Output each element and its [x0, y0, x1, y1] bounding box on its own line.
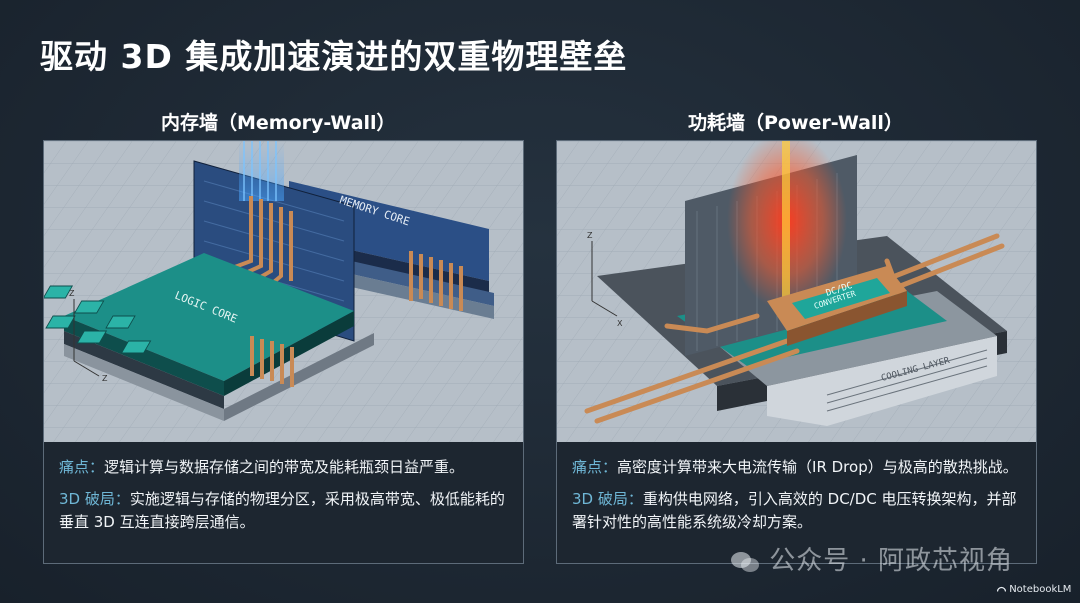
solution-text: 重构供电网络，引入高效的 DC/DC 电压转换架构，并部署针对性的高性能系统级冷…: [572, 490, 1017, 531]
watermark-text: 公众号 · 阿政芯视角: [769, 546, 1014, 576]
power-wall-text: 痛点：高密度计算带来大电流传输（IR Drop）与极高的散热挑战。 3D 破局：…: [557, 442, 1036, 563]
pain-label: 痛点：: [59, 458, 105, 476]
solution-label: 3D 破局：: [59, 490, 130, 508]
power-pain-point: 痛点：高密度计算带来大电流传输（IR Drop）与极高的散热挑战。: [572, 456, 1018, 479]
wechat-icon: [731, 551, 759, 572]
axis-z2-label: Z: [102, 374, 108, 383]
power-wall-illustration: DC/DC CONVERTER COOLING LAYER Z X: [557, 141, 1036, 442]
pain-text: 高密度计算带来大电流传输（IR Drop）与极高的散热挑战。: [617, 458, 1018, 476]
power-wall-heading: 功耗墙（Power-Wall）: [688, 112, 903, 134]
memory-wall-diagram: MEMORY CORE LOGIC CORE Z Z: [44, 141, 523, 442]
notebooklm-icon: [997, 586, 1006, 592]
memory-wall-illustration: MEMORY CORE LOGIC CORE Z Z: [44, 141, 523, 442]
memory-wall-text: 痛点：逻辑计算与数据存储之间的带宽及能耗瓶颈日益严重。 3D 破局：实施逻辑与存…: [44, 442, 523, 563]
power-wall-panel: DC/DC CONVERTER COOLING LAYER Z X 痛点：高密度…: [556, 140, 1037, 564]
slide-title: 驱动 3D 集成加速演进的双重物理壁垒: [40, 37, 628, 76]
power-solution: 3D 破局：重构供电网络，引入高效的 DC/DC 电压转换架构，并部署针对性的高…: [572, 488, 1018, 534]
wechat-watermark: 公众号 · 阿政芯视角: [730, 540, 1013, 577]
notebooklm-brand: NotebookLM: [997, 584, 1071, 595]
memory-solution: 3D 破局：实施逻辑与存储的物理分区，采用极高带宽、极低能耗的垂直 3D 互连直…: [59, 488, 505, 534]
pain-label: 痛点：: [572, 458, 618, 476]
pain-text: 逻辑计算与数据存储之间的带宽及能耗瓶颈日益严重。: [104, 458, 465, 476]
power-wall-diagram: DC/DC CONVERTER COOLING LAYER Z X: [557, 141, 1036, 442]
memory-pain-point: 痛点：逻辑计算与数据存储之间的带宽及能耗瓶颈日益严重。: [59, 456, 505, 479]
brand-text: NotebookLM: [1009, 584, 1072, 595]
memory-wall-panel: MEMORY CORE LOGIC CORE Z Z 痛点：逻辑计算与数据存储之…: [43, 140, 524, 564]
solution-label: 3D 破局：: [572, 490, 643, 508]
memory-wall-heading: 内存墙（Memory-Wall）: [161, 112, 396, 134]
solution-text: 实施逻辑与存储的物理分区，采用极高带宽、极低能耗的垂直 3D 互连直接跨层通信。: [59, 490, 505, 531]
axis-z-label: Z: [69, 289, 75, 298]
axis-z-label: Z: [587, 231, 593, 240]
axis-x-label: X: [617, 319, 623, 328]
